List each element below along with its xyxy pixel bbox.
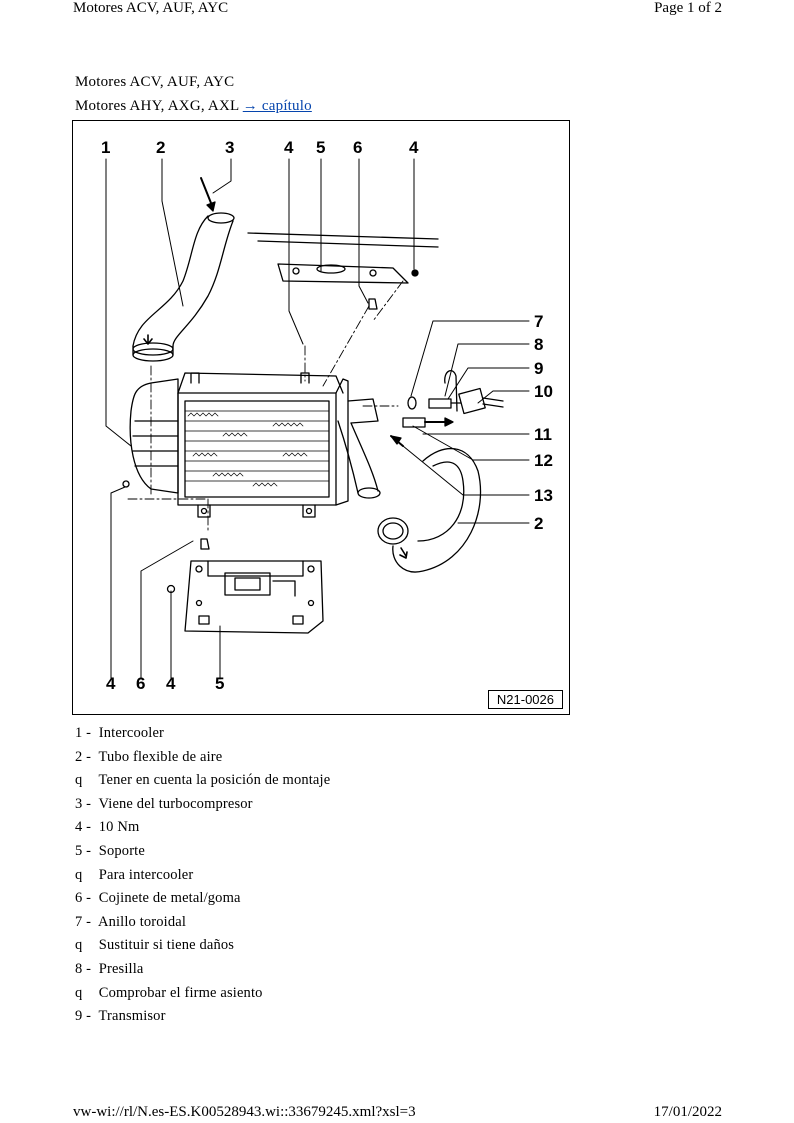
legend-list: 1 - Intercooler 2 - Tubo flexible de air… [75, 722, 575, 1029]
footer-date: 17/01/2022 [653, 1104, 722, 1120]
callout-11: 11 [534, 425, 552, 444]
callout-10: 10 [534, 382, 553, 401]
subtitle-engines-1: Motores ACV, AUF, AYC [75, 74, 235, 90]
sensor-parts [402, 370, 504, 428]
legend-item: 3 - Viene del turbocompresor [75, 795, 253, 812]
callout-5a: 5 [316, 138, 325, 157]
legend-item: 1 - Intercooler [75, 725, 165, 741]
callout-6a: 6 [353, 138, 362, 157]
callout-1: 1 [101, 138, 110, 157]
legend-note: q Sustituir si tiene daños [75, 937, 235, 954]
callout-4a: 4 [284, 138, 294, 157]
lower-hose [337, 398, 482, 573]
legend-note: q Comprobar el firme asiento [75, 984, 263, 1001]
intercooler-illustration: 1 2 3 4 5 6 4 7 8 9 10 11 12 13 2 4 6 4 … [101, 138, 553, 693]
callouts-bottom: 4 6 4 5 [106, 674, 224, 693]
legend-item: 6 - Cojinete de metal/goma [75, 890, 241, 907]
intercooler-body [129, 372, 349, 518]
header-title: Motores ACV, AUF, AYC [73, 0, 229, 16]
subtitle-engines-2-text: Motores AHY, AXG, AXL [75, 98, 239, 114]
callout-6b: 6 [136, 674, 145, 693]
callout-2b: 2 [534, 514, 543, 533]
callout-9: 9 [534, 359, 543, 378]
legend-item: 4 - 10 Nm [75, 819, 140, 836]
upper-bracket [247, 232, 439, 310]
lower-bracket [122, 480, 324, 634]
footer-url: vw-wi://rl/N.es-ES.K00528943.wi::3367924… [73, 1104, 416, 1120]
upper-hose [132, 177, 235, 362]
legend-item: 5 - Soporte [75, 842, 145, 859]
legend-item: 9 - Transmisor [75, 1008, 166, 1025]
callout-7: 7 [534, 312, 543, 331]
page-number: Page 1 of 2 [654, 0, 722, 16]
exploded-diagram: 1 2 3 4 5 6 4 7 8 9 10 11 12 13 2 4 6 4 … [72, 120, 570, 715]
callout-13: 13 [534, 486, 553, 505]
alignment-lines [127, 280, 404, 532]
legend-note: q Tener en cuenta la posición de montaje [75, 772, 331, 789]
legend-item: 7 - Anillo toroidal [75, 913, 187, 930]
figure-code: N21-0026 [487, 690, 563, 709]
legend-note: q Para intercooler [75, 866, 194, 883]
callout-5b: 5 [215, 674, 224, 693]
subtitle-engines-2: Motores AHY, AXG, AXL → capítulo [75, 98, 312, 115]
callouts-right: 7 8 9 10 11 12 13 2 [534, 312, 553, 533]
callouts-top: 1 2 3 4 5 6 4 [101, 138, 419, 157]
callout-2: 2 [156, 138, 165, 157]
callout-3: 3 [225, 138, 234, 157]
legend-item: 8 - Presilla [75, 960, 144, 977]
callout-12: 12 [534, 451, 553, 470]
legend-item: 2 - Tubo flexible de aire [75, 748, 223, 765]
callout-4d: 4 [166, 674, 176, 693]
callout-4c: 4 [106, 674, 116, 693]
callout-8: 8 [534, 335, 543, 354]
callout-4b: 4 [409, 138, 419, 157]
leader-lines [105, 158, 530, 680]
chapter-link[interactable]: → capítulo [242, 98, 312, 114]
